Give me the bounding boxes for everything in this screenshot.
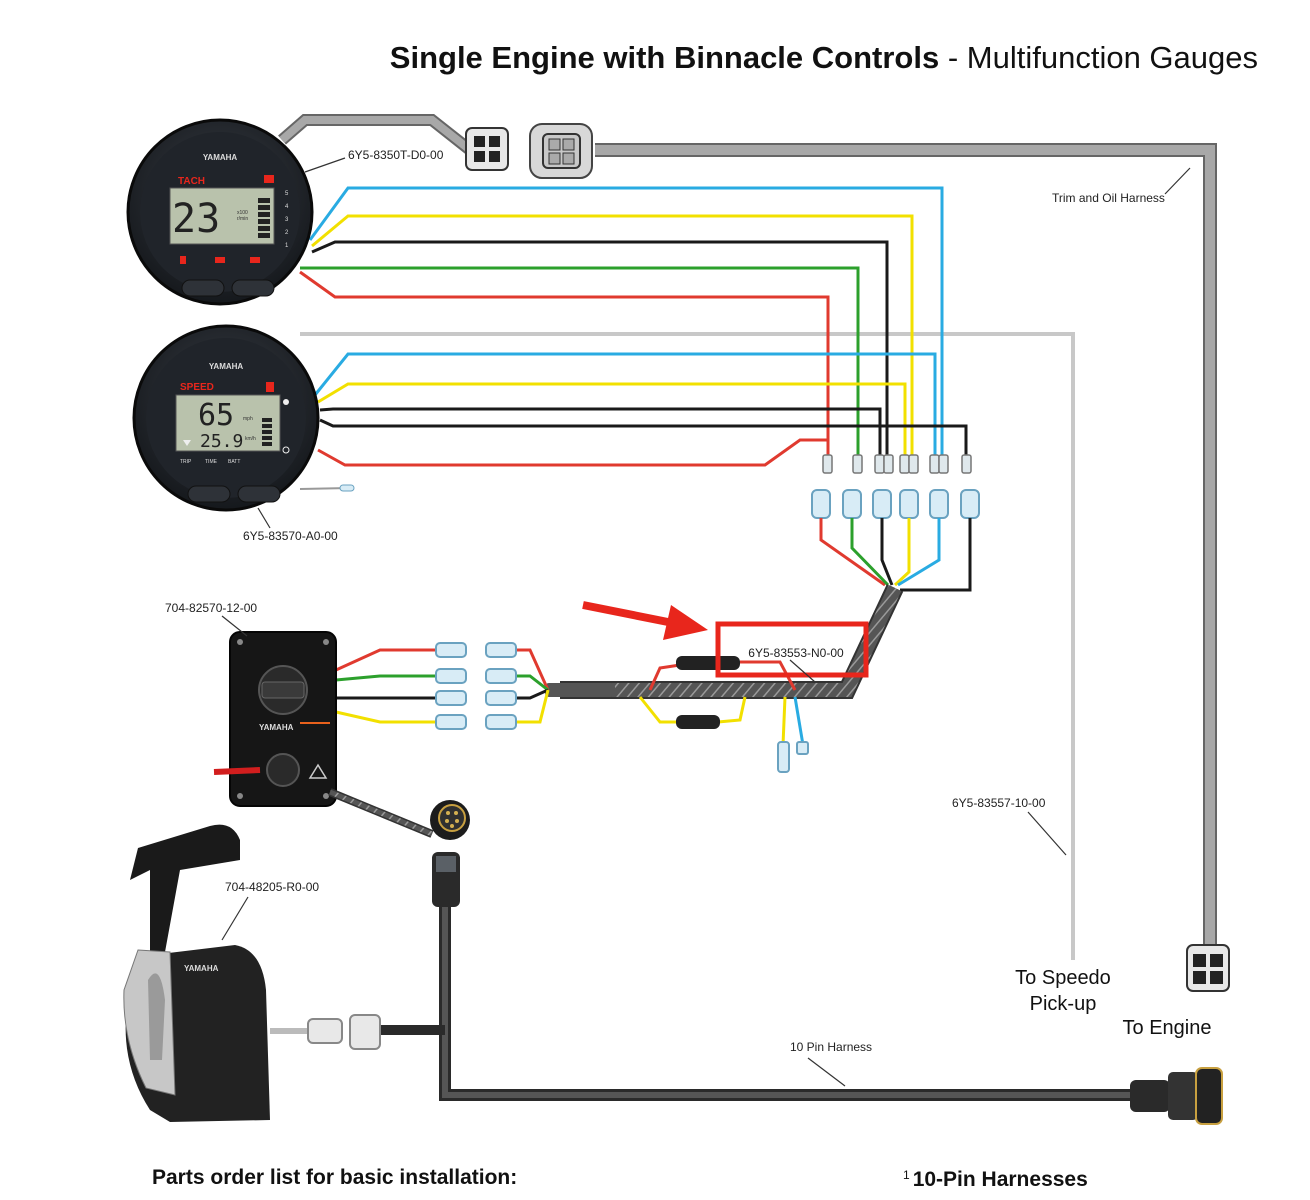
to-speedo-line1: To Speedo <box>1015 967 1111 989</box>
oil-warning-icon <box>250 257 260 263</box>
harness-socket-connector <box>529 123 593 179</box>
binnacle-leader-line <box>221 896 249 941</box>
tach-right-button <box>231 279 275 297</box>
ten-pin-end-connector <box>1130 1067 1223 1125</box>
breakout-wires <box>819 518 972 592</box>
trim-oil-leader-line <box>1164 167 1191 195</box>
tach-brand: YAMAHA <box>203 153 238 162</box>
main-braided-harness <box>545 584 904 699</box>
speed-bargraph <box>262 418 272 446</box>
speed-unit-main: mph <box>243 416 253 422</box>
highlight-box <box>715 621 869 678</box>
switch-panel-leader-line <box>221 615 248 637</box>
inline-connectors <box>676 656 809 773</box>
title-separator: - <box>939 40 967 75</box>
speed-indicator-dot <box>283 399 289 405</box>
speed-right-button <box>237 485 281 503</box>
ten-pin-leader-line <box>807 1057 846 1087</box>
to-speedo-line2: Pick-up <box>1030 993 1097 1015</box>
speed-part-number: 6Y5-83570-A0-00 <box>243 529 338 543</box>
stop-switch <box>266 753 300 787</box>
trim-oil-harness-label: Trim and Oil Harness <box>1052 191 1165 205</box>
binnacle-part-number: 704-48205-R0-00 <box>225 880 319 894</box>
tach-scale-5: 5 <box>285 191 289 197</box>
speed-button-label-time: TIME <box>205 459 218 465</box>
trim-oil-harness <box>278 114 1217 945</box>
control-brand: YAMAHA <box>184 964 219 973</box>
binnacle-control: YAMAHA <box>123 824 270 1122</box>
harness-footnote-sup: 1 <box>903 1168 910 1182</box>
tach-part-number: 6Y5-8350T-D0-00 <box>348 148 444 162</box>
engine-warning-icon <box>215 257 225 263</box>
sleeve-sockets <box>811 489 980 519</box>
harness-title-text: 10-Pin Harnesses <box>913 1168 1088 1191</box>
speedo-pickup-harness <box>300 332 1075 960</box>
speed-wires <box>313 352 968 467</box>
speed-button-label-batt: BATT <box>228 459 240 465</box>
speed-brand: YAMAHA <box>209 362 244 371</box>
round-connector <box>430 800 470 840</box>
ten-pin-harness-label: 10 Pin Harness <box>790 1040 872 1054</box>
title-bold: Single Engine with Binnacle Controls <box>390 40 939 75</box>
switch-panel-wires <box>335 648 550 724</box>
tach-gauge: YAMAHA TACH 23 x100 r/min 5 4 3 2 1 <box>126 118 314 306</box>
to-engine-label: To Engine <box>1123 1017 1212 1039</box>
speed-reading-main: 65 <box>198 398 234 433</box>
tach-unit-bottom: r/min <box>237 216 248 222</box>
title-light: Multifunction Gauges <box>967 40 1258 75</box>
panel-connectors <box>435 642 517 730</box>
tach-reading: 23 <box>172 196 220 242</box>
speed-gauge: YAMAHA SPEED 65 25.9 mph km/h TRIP TIME … <box>132 324 355 512</box>
diagram-title: Single Engine with Binnacle Controls - M… <box>390 40 1258 75</box>
tach-scale-2: 2 <box>285 230 289 236</box>
tach-scale-4: 4 <box>285 204 289 210</box>
speed-leader-line <box>257 507 271 529</box>
lanyard-clip <box>213 767 261 775</box>
engine-plug-connector <box>1186 944 1230 992</box>
tach-label: TACH <box>178 176 205 187</box>
tach-left-button <box>181 279 225 297</box>
tach-leader-line <box>304 157 346 173</box>
red-arrow <box>582 601 708 640</box>
highlighted-part-label: 6Y5-83553-N0-00 <box>748 646 844 660</box>
speed-button-labels: TRIP TIME BATT <box>180 459 240 465</box>
speed-unit-sub: km/h <box>245 436 256 442</box>
panel-brand: YAMAHA <box>259 723 294 732</box>
switch-panel-part-number: 704-82570-12-00 <box>165 601 257 615</box>
tach-scale: 5 4 3 2 1 <box>285 191 289 249</box>
parts-list-title: Parts order list for basic installation: <box>152 1166 517 1189</box>
warning-triangle-icon <box>308 763 328 779</box>
tach-plug-connector <box>465 127 509 171</box>
speed-ring-icon <box>282 446 290 454</box>
fuel-icon <box>266 382 274 392</box>
speedo-harness-leader-line <box>1027 811 1067 856</box>
tach-scale-3: 3 <box>285 217 289 223</box>
speed-left-button <box>187 485 231 503</box>
battery-warning-icon <box>264 175 274 183</box>
speedo-harness-part-number: 6Y5-83557-10-00 <box>952 796 1046 810</box>
harness-branches <box>638 660 805 746</box>
speed-reading-sub: 25.9 <box>200 431 243 452</box>
control-cable-connectors <box>270 1014 381 1050</box>
speed-label: SPEED <box>180 382 214 393</box>
switch-panel: YAMAHA <box>213 631 337 807</box>
tach-bargraph <box>258 198 270 238</box>
speed-probe-tip <box>339 484 355 492</box>
speed-button-label-trip: TRIP <box>180 459 192 465</box>
tach-wires <box>299 186 944 455</box>
pin-terminals <box>822 454 972 474</box>
highlight-leader-line <box>789 659 816 683</box>
speed-down-arrow-icon <box>183 440 191 446</box>
tach-unit-top: x100 <box>237 210 248 216</box>
tach-scale-1: 1 <box>285 243 289 249</box>
ten-pin-harness-cable <box>380 852 1135 1101</box>
engine-temp-icon <box>180 256 186 264</box>
